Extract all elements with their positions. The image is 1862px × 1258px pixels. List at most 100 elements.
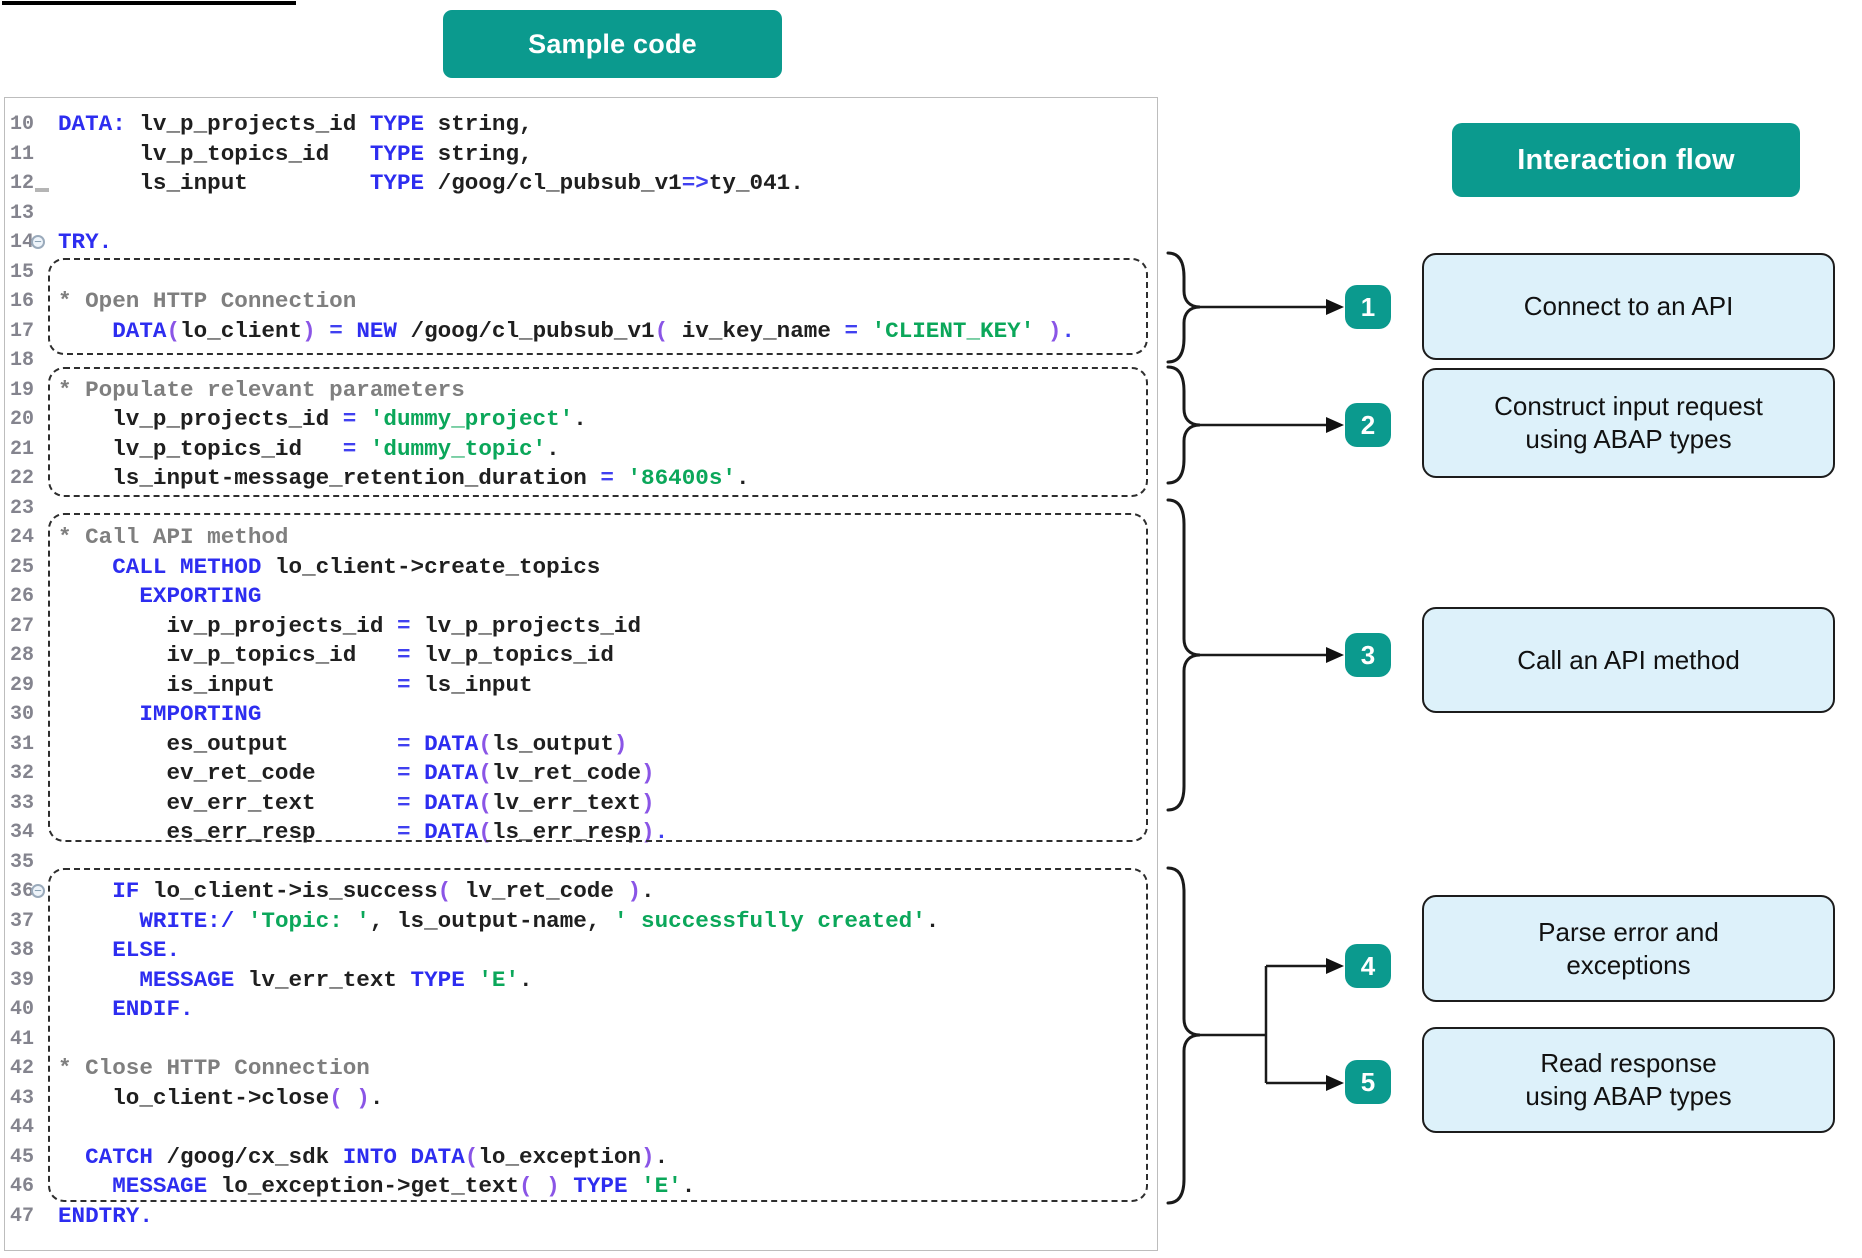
code-token: = <box>342 406 357 432</box>
code-token: WRITE:/ <box>139 907 235 934</box>
code-text: iv_p_projects_id = lv_p_projects_id <box>58 612 641 642</box>
arrowhead-3 <box>1326 647 1344 663</box>
line-number: 15 <box>9 260 34 284</box>
code-line: 41 <box>4 1025 1075 1055</box>
code-token: DATA: <box>58 111 126 137</box>
code-token: lv_p_projects_id <box>58 406 343 432</box>
code-line: 13 <box>4 199 1075 229</box>
line-number: 46 <box>9 1175 34 1198</box>
code-token: = <box>396 819 411 845</box>
code-token: lv_p_projects_id <box>410 612 642 639</box>
code-line: 37 WRITE:/ 'Topic: ', ls_output-name, ' … <box>4 907 1075 937</box>
code-token: iv_key_name <box>668 317 845 344</box>
line-number: 44 <box>9 1116 34 1139</box>
code-token: 'dummy_topic' <box>369 435 547 462</box>
code-text: ls_input TYPE /goog/cl_pubsub_v1=>ty_041… <box>58 169 803 199</box>
flow-box-read-label: Read response using ABAP types <box>1525 1048 1732 1111</box>
code-token: * Open HTTP Connection <box>58 288 357 314</box>
brace-1 <box>1166 251 1201 364</box>
flow-box-read: Read response using ABAP types <box>1422 1027 1835 1133</box>
code-token: string, <box>424 111 533 137</box>
code-token: ) <box>356 1084 370 1111</box>
code-token: ) <box>302 317 316 344</box>
code-text: * Call API method <box>58 523 289 553</box>
code-token: ) <box>641 1143 655 1170</box>
code-line: 26 EXPORTING <box>4 582 1075 612</box>
arrowhead-2 <box>1326 417 1344 433</box>
code-line: 39 MESSAGE lv_err_text TYPE 'E'. <box>4 966 1075 996</box>
line-number: 22 <box>9 467 34 490</box>
code-token: . <box>573 406 587 432</box>
code-line: 16* Open HTTP Connection <box>4 287 1075 317</box>
code-text: lv_p_topics_id = 'dummy_topic'. <box>58 435 560 465</box>
fold-collapse-icon[interactable]: − <box>31 235 45 249</box>
code-token: * Call API method <box>58 524 289 550</box>
code-token: lv_err_text <box>234 966 411 993</box>
code-token: CALL METHOD <box>112 553 262 580</box>
fold-collapse-icon[interactable]: − <box>31 884 45 898</box>
line-number: 28 <box>9 644 34 667</box>
code-token: ( <box>654 317 669 344</box>
code-line: 24 * Call API method <box>4 523 1075 553</box>
code-token: ( <box>166 317 181 344</box>
code-token: = <box>396 789 411 816</box>
code-token: = <box>342 435 357 462</box>
line-number: 33 <box>9 791 34 815</box>
line-number: 19 <box>9 378 34 402</box>
code-token: NEW <box>356 317 397 344</box>
sample-code-label: Sample code <box>443 10 782 78</box>
code-line: 40 ENDIF. <box>4 995 1075 1025</box>
code-token: TYPE <box>369 140 425 167</box>
code-token: ( <box>329 1084 343 1111</box>
code-token: * Close HTTP Connection <box>58 1055 370 1081</box>
code-token: MESSAGE <box>112 1173 208 1199</box>
code-token: 'CLIENT_KEY' <box>871 317 1035 344</box>
interaction-flow-header: Interaction flow <box>1452 123 1800 197</box>
code-token: ) <box>641 789 655 816</box>
code-token: ev_ret_code <box>58 760 397 786</box>
code-line: 28 iv_p_topics_id = lv_p_topics_id <box>4 641 1075 671</box>
code-text: es_output = DATA(ls_output) <box>58 730 627 760</box>
brace-4 <box>1166 866 1201 1205</box>
code-token: '86400s' <box>627 465 736 491</box>
code-token: IF <box>112 878 140 904</box>
code-group-handle <box>48 868 1148 1202</box>
arrow-line-4-5 <box>1200 964 1328 1085</box>
line-number: 14 <box>9 231 34 254</box>
code-line: 23 <box>4 494 1075 524</box>
code-line: 36− IF lo_client->is_success( lv_ret_cod… <box>4 877 1075 907</box>
code-token: ev_err_text <box>58 789 397 816</box>
code-token: lv_p_topics_id <box>58 140 370 167</box>
code-line: 20 lv_p_projects_id = 'dummy_project'. <box>4 405 1075 435</box>
code-token: ) <box>613 730 628 757</box>
code-token: . <box>546 435 560 462</box>
line-number: 24 <box>9 526 34 549</box>
line-number: 45 <box>9 1145 34 1169</box>
code-token: lv_p_topics_id <box>58 435 343 462</box>
line-number: 10 <box>9 113 34 136</box>
line-number: 32 <box>9 762 34 785</box>
code-text: TRY. <box>58 228 112 258</box>
code-group-populate <box>48 367 1148 497</box>
code-token: . <box>925 907 940 934</box>
code-token: IMPORTING <box>139 701 262 727</box>
line-number: 11 <box>9 142 34 166</box>
line-number: 35 <box>9 850 34 874</box>
code-token: = <box>396 730 411 757</box>
code-token: DATA <box>424 789 479 816</box>
code-text: MESSAGE lv_err_text TYPE 'E'. <box>58 966 532 996</box>
code-text: CATCH /goog/cx_sdk INTO DATA(lo_exceptio… <box>58 1143 668 1173</box>
code-token: * Populate relevant parameters <box>58 376 465 403</box>
code-token: CATCH <box>85 1143 153 1170</box>
code-line: 38 ELSE. <box>4 936 1075 966</box>
arrowhead-5 <box>1326 1075 1344 1091</box>
code-editor-panel <box>4 97 1158 1251</box>
code-token: es_output <box>58 730 397 757</box>
code-line: 25 CALL METHOD lo_client->create_topics <box>4 553 1075 583</box>
flow-box-connect-label: Connect to an API <box>1523 291 1734 321</box>
code-text: EXPORTING <box>58 582 261 612</box>
code-token: ( <box>478 819 492 845</box>
